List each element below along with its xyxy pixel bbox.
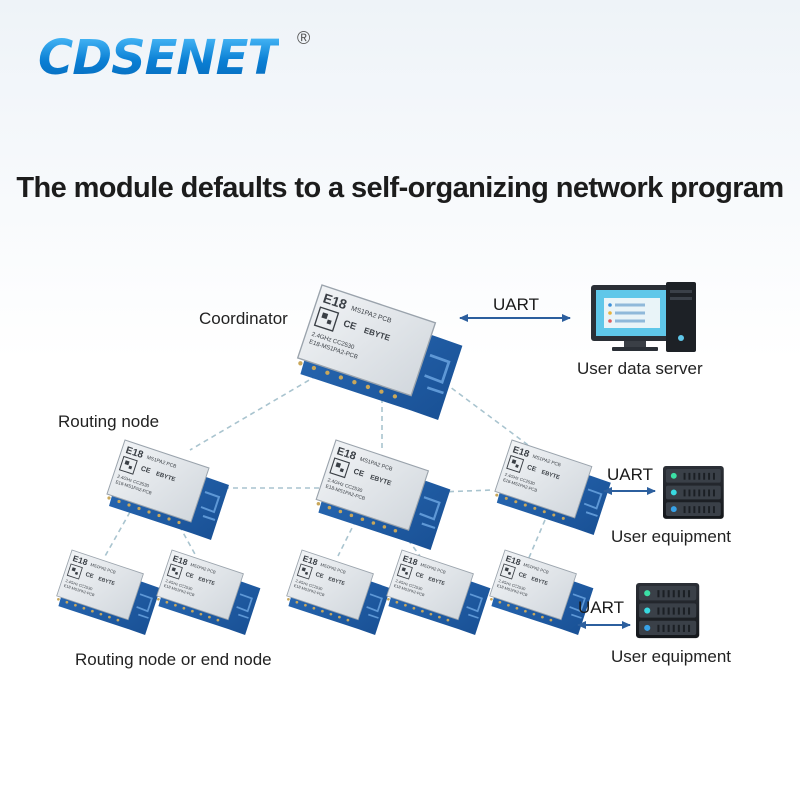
uart-label-3: UART [578,598,624,617]
uart-label-2: UART [607,465,653,484]
user-equipment-rack-1-icon [662,465,725,520]
registered-mark: ® [297,28,311,48]
coordinator-module [296,283,464,422]
routing-node-label: Routing node [58,412,160,431]
page-title: The module defaults to a self-organizing… [16,172,784,204]
link-right-child [527,519,546,561]
user-equipment-label-2: User equipment [611,647,732,666]
user-equipment-label-1: User equipment [611,527,732,546]
routing-module-left [106,439,230,541]
end-module-5 [488,549,595,636]
link-left-child2 [174,517,197,557]
routing-module-right [493,439,612,536]
routing-or-end-node-label: Routing node or end node [75,650,272,669]
link-center-child2 [391,517,421,557]
link-left-child1 [103,511,131,559]
server-computer-icon [591,282,696,352]
end-module-3 [285,549,392,636]
coordinator-label: Coordinator [199,309,288,328]
uart-label-1: UART [493,295,539,314]
end-module-2 [155,549,262,636]
user-data-server-label: User data server [577,359,703,378]
routing-module-center [315,438,452,552]
link-center-child1 [337,511,361,557]
user-equipment-rack-2-icon [634,581,701,640]
brand-name: CDSENET [38,30,280,86]
end-module-1 [55,549,162,636]
end-module-4 [385,549,492,636]
brand-logo: CDSENET [38,30,280,90]
